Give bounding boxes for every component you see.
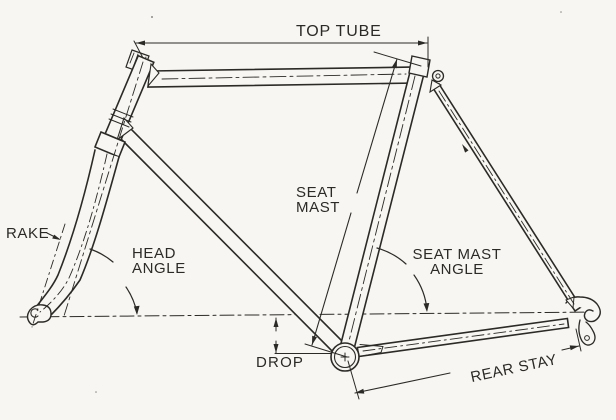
axle-ground-centerline [19, 311, 601, 318]
arrow-down-icon [312, 335, 317, 345]
tube-centerlines [31, 61, 575, 352]
fork-centerline [39, 153, 108, 313]
rake-label: RAKE [6, 225, 50, 242]
arrow-left-icon [355, 388, 365, 394]
scan-noise [95, 11, 562, 393]
seat-mast-label-line2: MAST [296, 199, 341, 216]
top-tube [147, 66, 419, 88]
arrow-right-icon [418, 40, 427, 46]
head-tube [104, 49, 160, 142]
arrow-up-icon [392, 59, 397, 69]
fork-blade [31, 130, 127, 317]
rake-leader [46, 232, 61, 240]
arrow-left-icon [136, 40, 145, 46]
front-dropout [26, 304, 52, 326]
rear-stay-dimension [347, 328, 582, 400]
head-angle-label-line2: ANGLE [132, 260, 186, 277]
rear-dropout [565, 296, 601, 346]
arrow-up-icon [273, 318, 279, 327]
arrow-right-icon [569, 345, 579, 351]
down-tube [113, 121, 349, 358]
arrow-down-icon [423, 303, 430, 312]
seat-mast-angle-arc [376, 247, 430, 312]
arrow-right-icon [52, 234, 61, 240]
seat-mast-label-line1: SEAT [296, 184, 337, 201]
chain-stay-centerline [362, 323, 565, 352]
seat-stay-centerline [438, 90, 575, 305]
head-angle-label-line1: HEAD [132, 245, 177, 262]
head-angle-arc [89, 248, 140, 315]
chain-stay [356, 317, 570, 358]
rake-reference-line [31, 223, 66, 328]
seat-tube-centerline [348, 75, 416, 342]
arrow-down-icon [133, 305, 140, 315]
steering-axis-line [63, 61, 144, 317]
drop-label: DROP [256, 354, 305, 371]
seat-cluster [408, 55, 445, 94]
seat-mast-angle-label-line2: ANGLE [430, 261, 484, 278]
seat-mast-angle-label-line1: SEAT MAST [412, 246, 502, 263]
top-tube-label: TOP TUBE [296, 23, 382, 40]
bottom-bracket [330, 342, 360, 372]
top-tube-dimension [133, 36, 429, 68]
headset-rings [108, 108, 134, 128]
drop-dimension [273, 317, 332, 355]
seat-stay-tick-arrow-icon [462, 144, 469, 153]
top-tube-centerline [161, 73, 407, 80]
arrow-down-icon [273, 344, 279, 353]
seat-mast-dimension [304, 51, 422, 358]
